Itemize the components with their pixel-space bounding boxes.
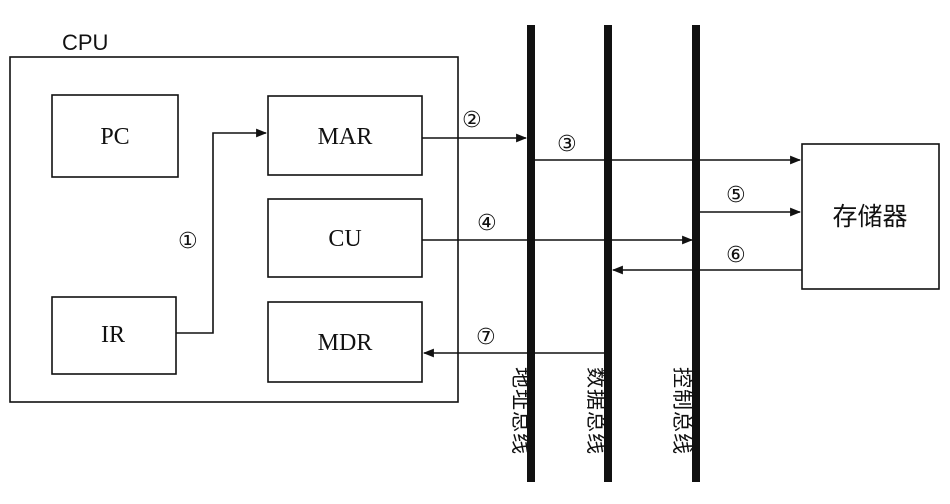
cpu-label: CPU	[62, 30, 108, 55]
step-4-label: ④	[477, 211, 497, 236]
memory-box	[801, 143, 940, 290]
cu-label: CU	[328, 226, 361, 252]
pc-register	[51, 94, 179, 178]
arrow-ir-to-mar	[176, 128, 268, 334]
control-bus-label: 控制总线	[670, 367, 694, 455]
cu-unit	[267, 198, 423, 278]
mar-label: MAR	[318, 124, 373, 150]
data-bus-label: 数据总线	[584, 367, 608, 455]
mdr-register	[267, 301, 423, 383]
step-2-label: ②	[462, 108, 482, 133]
cpu-box	[9, 56, 459, 403]
ir-register	[51, 296, 177, 375]
mar-register	[267, 95, 423, 176]
step-1-label: ①	[178, 229, 198, 254]
address-bus-label: 地址总线	[509, 367, 533, 455]
step-3-label: ③	[557, 132, 577, 157]
ir-label: IR	[101, 322, 125, 348]
memory-label: 存储器	[832, 202, 907, 231]
step-7-label: ⑦	[476, 325, 496, 350]
mdr-label: MDR	[318, 330, 373, 356]
pc-label: PC	[100, 124, 129, 150]
step-6-label: ⑥	[726, 243, 746, 268]
step-5-label: ⑤	[726, 183, 746, 208]
